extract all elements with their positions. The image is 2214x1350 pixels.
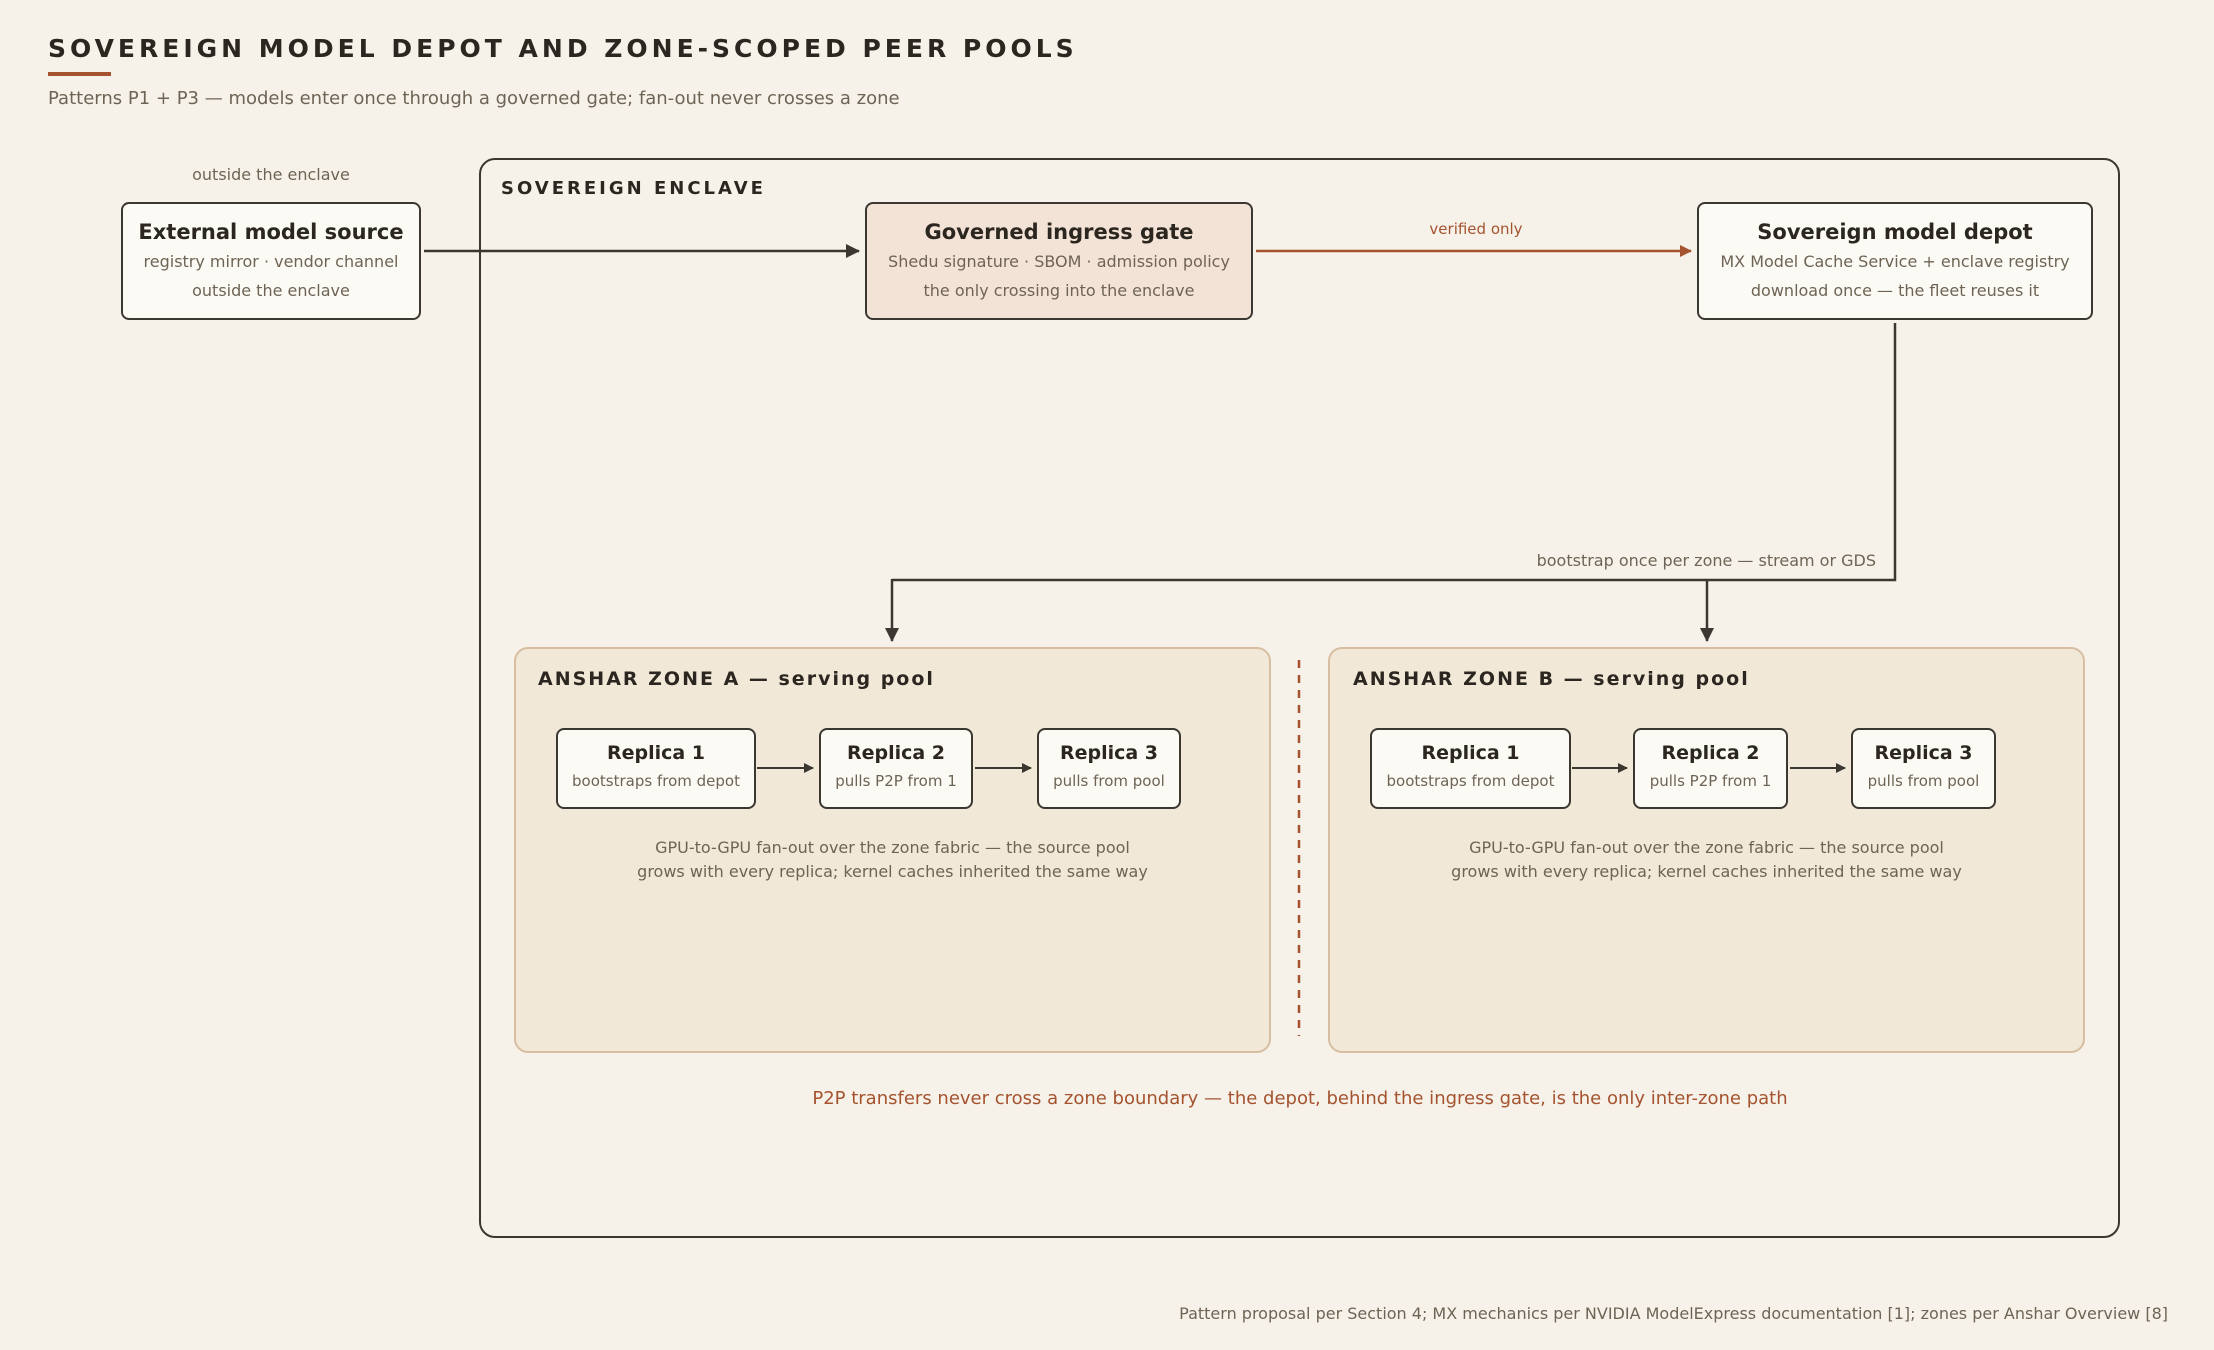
zone-a-note-line2: grows with every replica; kernel caches … xyxy=(637,862,1148,881)
zone-b-replica-1: Replica 1 bootstraps from depot xyxy=(1370,728,1571,809)
depot-title: Sovereign model depot xyxy=(1757,220,2033,244)
replica-title: Replica 3 xyxy=(1059,742,1159,764)
depot-line1: MX Model Cache Service + enclave registr… xyxy=(1720,252,2070,271)
replica-subtitle: pulls P2P from 1 xyxy=(835,772,957,790)
title-underline xyxy=(48,72,111,76)
replica-title: Replica 2 xyxy=(1661,742,1760,764)
zone-a-pool xyxy=(514,647,1271,1053)
zone-a-replica-3: Replica 3 pulls from pool xyxy=(1037,728,1181,809)
ingress-gate-title: Governed ingress gate xyxy=(924,220,1194,244)
governed-ingress-gate-node: Governed ingress gate Shedu signature · … xyxy=(865,202,1253,320)
zone-boundary-note: P2P transfers never cross a zone boundar… xyxy=(812,1088,1788,1109)
external-source-line2: outside the enclave xyxy=(192,281,350,300)
bootstrap-label: bootstrap once per zone — stream or GDS xyxy=(1536,551,1876,570)
sovereign-model-depot-node: Sovereign model depot MX Model Cache Ser… xyxy=(1697,202,2093,320)
ingress-gate-line2: the only crossing into the enclave xyxy=(923,281,1195,300)
depot-line2: download once — the fleet reuses it xyxy=(1750,281,2040,300)
zone-a-note-line1: GPU-to-GPU fan-out over the zone fabric … xyxy=(655,838,1130,857)
replica-title: Replica 1 xyxy=(606,742,706,764)
zone-b-note: GPU-to-GPU fan-out over the zone fabric … xyxy=(1348,836,2065,884)
zone-b-title: ANSHAR ZONE B — serving pool xyxy=(1353,668,1750,690)
zone-b-note-line1: GPU-to-GPU fan-out over the zone fabric … xyxy=(1469,838,1944,857)
external-source-title: External model source xyxy=(138,220,404,244)
page-title: SOVEREIGN MODEL DEPOT AND ZONE-SCOPED PE… xyxy=(48,34,1078,63)
outside-enclave-label: outside the enclave xyxy=(192,165,350,184)
zone-b-note-line2: grows with every replica; kernel caches … xyxy=(1451,862,1962,881)
zone-a-replica-2: Replica 2 pulls P2P from 1 xyxy=(819,728,973,809)
ingress-gate-line1: Shedu signature · SBOM · admission polic… xyxy=(888,252,1230,271)
page-subtitle: Patterns P1 + P3 — models enter once thr… xyxy=(48,88,900,109)
zone-a-note: GPU-to-GPU fan-out over the zone fabric … xyxy=(534,836,1251,884)
replica-title: Replica 1 xyxy=(1421,742,1520,764)
replica-subtitle: pulls P2P from 1 xyxy=(1649,772,1772,790)
zone-b-pool xyxy=(1328,647,2085,1053)
zone-b-replica-3: Replica 3 pulls from pool xyxy=(1851,728,1996,809)
replica-title: Replica 2 xyxy=(846,742,946,764)
replica-title: Replica 3 xyxy=(1874,742,1973,764)
zone-a-title: ANSHAR ZONE A — serving pool xyxy=(538,668,935,690)
source-credit: Pattern proposal per Section 4; MX mecha… xyxy=(1179,1304,2168,1323)
depot-bootstrap-line xyxy=(892,323,1897,582)
zone-b-replica-2: Replica 2 pulls P2P from 1 xyxy=(1633,728,1788,809)
replica-subtitle: bootstraps from depot xyxy=(572,772,740,790)
replica-subtitle: pulls from pool xyxy=(1867,772,1980,790)
sovereign-enclave-boundary xyxy=(479,158,2120,1238)
external-source-line1: registry mirror · vendor channel xyxy=(143,252,399,271)
verified-only-label: verified only xyxy=(1429,220,1523,238)
replica-subtitle: bootstraps from depot xyxy=(1386,772,1555,790)
external-model-source-node: External model source registry mirror · … xyxy=(121,202,421,320)
enclave-label: SOVEREIGN ENCLAVE xyxy=(501,178,766,199)
zone-a-replica-1: Replica 1 bootstraps from depot xyxy=(556,728,756,809)
replica-subtitle: pulls from pool xyxy=(1053,772,1165,790)
